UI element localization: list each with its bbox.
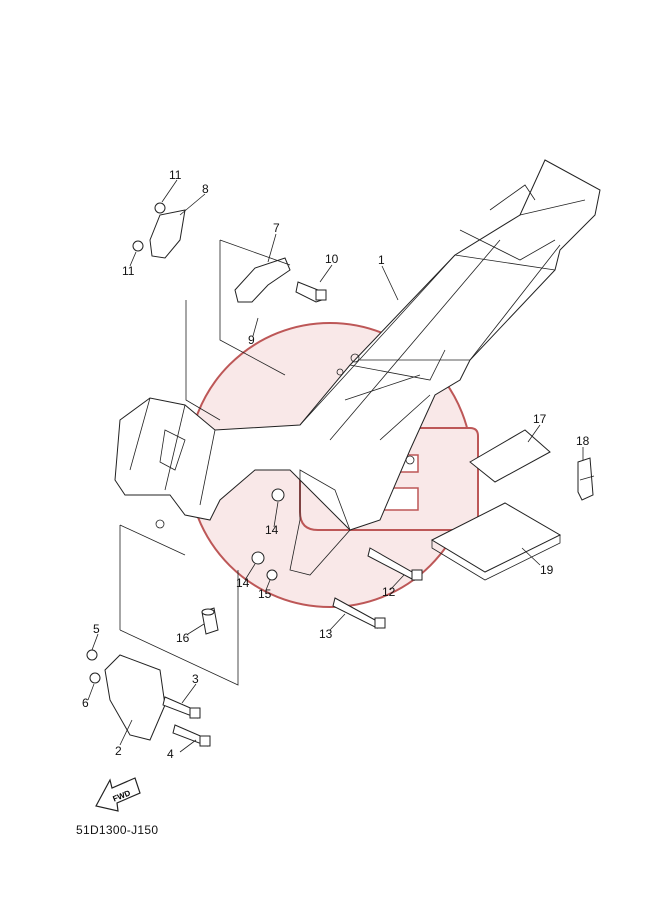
callout-2: 2 bbox=[115, 744, 122, 758]
fwd-arrow-icon: FWD bbox=[95, 777, 141, 812]
callout-8: 8 bbox=[202, 182, 209, 196]
callout-5: 5 bbox=[93, 622, 100, 636]
bolt-3 bbox=[162, 696, 201, 719]
callout-14b: 14 bbox=[236, 576, 250, 590]
callout-18: 18 bbox=[576, 434, 590, 448]
callout-1: 1 bbox=[378, 253, 385, 267]
callout-3: 3 bbox=[192, 672, 199, 686]
part-16 bbox=[201, 607, 219, 635]
callout-11b: 11 bbox=[122, 264, 135, 278]
part-19-booklet bbox=[430, 502, 562, 581]
callout-19: 19 bbox=[540, 563, 554, 577]
bolt-4 bbox=[172, 724, 211, 747]
diagram-code: 51D1300-J150 bbox=[76, 823, 159, 837]
callout-14a: 14 bbox=[265, 523, 279, 537]
part-18-clip bbox=[577, 457, 595, 501]
bolt-13 bbox=[332, 597, 386, 629]
callout-10: 10 bbox=[325, 252, 339, 266]
bolt-10 bbox=[295, 281, 327, 303]
nut-14 bbox=[251, 488, 285, 581]
callout-4: 4 bbox=[167, 747, 174, 761]
main-frame bbox=[114, 159, 601, 576]
bolt-12 bbox=[367, 547, 423, 581]
bracket-8 bbox=[132, 202, 221, 421]
callout-9: 9 bbox=[248, 333, 255, 347]
callout-16: 16 bbox=[176, 631, 190, 645]
leader-lines bbox=[87, 179, 584, 753]
bracket-7 bbox=[219, 239, 291, 376]
engine-bracket-2 bbox=[86, 524, 239, 741]
callout-12: 12 bbox=[382, 585, 396, 599]
callout-7: 7 bbox=[273, 221, 280, 235]
callout-15: 15 bbox=[258, 587, 272, 601]
callout-17: 17 bbox=[533, 412, 547, 426]
callout-13: 13 bbox=[319, 627, 333, 641]
callouts: 1 2 3 4 5 6 7 8 9 10 11 11 12 13 14 14 1… bbox=[82, 168, 590, 761]
part-17-sticker bbox=[469, 429, 551, 483]
callout-11a: 11 bbox=[169, 168, 182, 182]
callout-6: 6 bbox=[82, 696, 89, 710]
